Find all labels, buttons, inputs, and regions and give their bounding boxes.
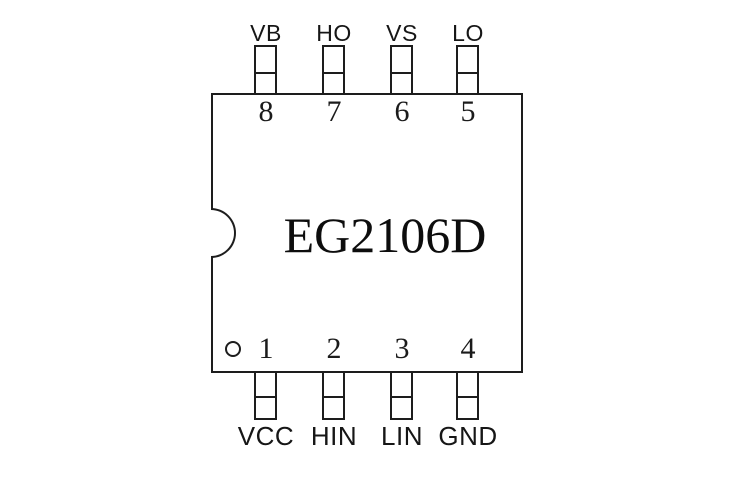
pin-lead-3: [390, 371, 413, 420]
pin-lead-5: [456, 45, 479, 95]
pin-label-vcc: VCC: [237, 421, 295, 451]
pin-lead-divider: [458, 395, 477, 398]
ic-package-body: [211, 93, 523, 373]
pin-label-vb: VB: [250, 20, 282, 46]
pin-label-ho: HO: [316, 20, 352, 46]
pin-lead-6: [390, 45, 413, 95]
pin-lead-divider: [392, 395, 411, 398]
pin-label-hin: HIN: [310, 421, 358, 451]
pin-label-gnd: GND: [438, 421, 498, 451]
pin-lead-1: [254, 371, 277, 420]
pin-number-4: 4: [460, 332, 476, 365]
pin1-indicator-circle: [225, 341, 241, 357]
pin-number-1: 1: [258, 332, 274, 365]
pin-number-3: 3: [394, 332, 410, 365]
pin-lead-2: [322, 371, 345, 420]
pin-number-5: 5: [460, 95, 476, 128]
pin-lead-divider: [324, 395, 343, 398]
pin-number-2: 2: [326, 332, 342, 365]
pin-lead-divider: [324, 72, 343, 75]
pin-number-6: 6: [394, 95, 410, 128]
pin-lead-7: [322, 45, 345, 95]
pin-lead-divider: [256, 72, 275, 75]
pin-lead-divider: [458, 72, 477, 75]
pin-label-lin: LIN: [381, 421, 423, 451]
chip-title: EG2106D: [283, 207, 487, 263]
pin-number-7: 7: [326, 95, 342, 128]
pin-lead-divider: [392, 72, 411, 75]
pin-lead-8: [254, 45, 277, 95]
pin-lead-4: [456, 371, 479, 420]
pin-lead-divider: [256, 395, 275, 398]
pin-label-lo: LO: [452, 20, 484, 46]
pin-label-vs: VS: [386, 20, 418, 46]
pin-number-8: 8: [258, 95, 274, 128]
